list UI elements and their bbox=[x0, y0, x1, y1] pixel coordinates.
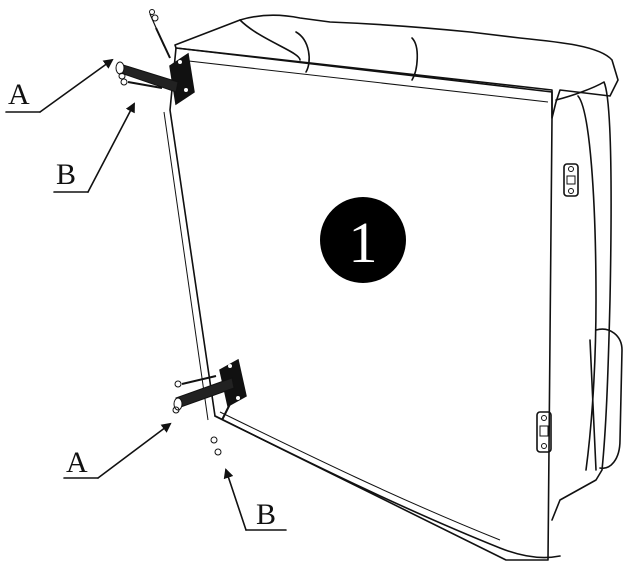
connector-bracket-lower bbox=[536, 411, 552, 453]
callout-label: A bbox=[66, 446, 88, 479]
callout-label: B bbox=[256, 498, 276, 531]
callout-leg-top-a: A bbox=[5, 58, 114, 113]
step-badge-circle bbox=[320, 197, 406, 283]
leg-assembly-top bbox=[115, 9, 195, 106]
sofa-body bbox=[163, 14, 623, 561]
callout-leg-bottom-a: A bbox=[63, 422, 172, 479]
step-badge: 1 bbox=[320, 197, 406, 283]
step-number: 1 bbox=[349, 210, 378, 275]
callout-screw-bottom-b: B bbox=[223, 468, 287, 531]
callout-label: A bbox=[8, 78, 30, 111]
leg-assembly-bottom bbox=[172, 358, 247, 456]
connector-bracket-upper bbox=[563, 163, 579, 197]
callout-screw-top-b: B bbox=[53, 102, 135, 193]
callout-label: B bbox=[56, 158, 76, 191]
